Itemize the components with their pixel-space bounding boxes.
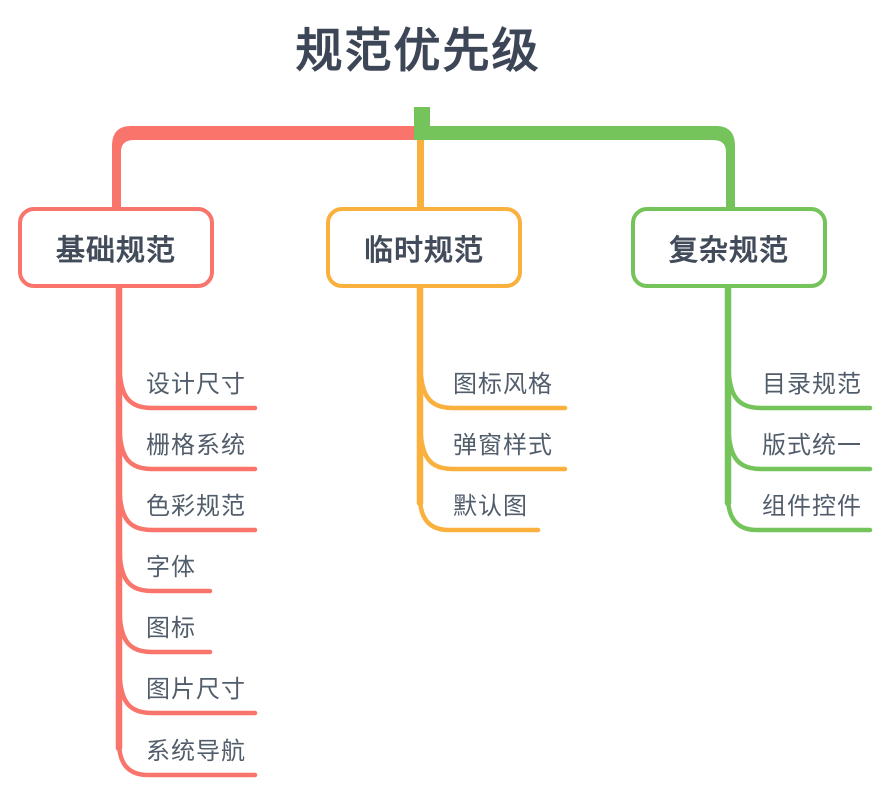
- basic-branch-root-line: [112, 126, 414, 208]
- node-temp-spec[interactable]: 临时规范: [326, 207, 522, 288]
- page-title: 规范优先级: [295, 24, 541, 77]
- child-node[interactable]: 栅格系统: [146, 432, 246, 459]
- temp-branch-root-line: [417, 140, 424, 208]
- complex-branch-child-links: [724, 284, 873, 533]
- child-link: [116, 652, 258, 716]
- child-link: [417, 347, 568, 411]
- child-node[interactable]: 字体: [146, 554, 196, 581]
- child-node[interactable]: 版式统一: [762, 432, 862, 459]
- root-anchor: [414, 107, 430, 140]
- node-complex-spec[interactable]: 复杂规范: [631, 207, 827, 288]
- child-link: [116, 591, 213, 655]
- child-node[interactable]: 图标风格: [453, 371, 553, 398]
- child-node[interactable]: 色彩规范: [146, 493, 246, 520]
- node-label: 基础规范: [55, 234, 176, 267]
- child-node[interactable]: 设计尺寸: [146, 371, 246, 398]
- child-node[interactable]: 系统导航: [146, 738, 246, 765]
- node-label: 临时规范: [363, 234, 484, 267]
- temp-branch-child-links: [416, 284, 568, 533]
- child-link: [116, 530, 213, 594]
- child-node[interactable]: 组件控件: [762, 493, 862, 520]
- child-link: [417, 408, 568, 472]
- child-link: [116, 408, 258, 472]
- child-node[interactable]: 默认图: [453, 493, 528, 520]
- child-node[interactable]: 图片尺寸: [146, 676, 246, 703]
- node-label: 复杂规范: [668, 234, 789, 267]
- child-node[interactable]: 图标: [146, 615, 196, 642]
- child-link: [725, 408, 873, 472]
- child-link: [725, 494, 873, 533]
- child-link: [116, 347, 258, 411]
- child-link: [725, 347, 873, 411]
- child-link: [417, 494, 541, 533]
- child-link: [116, 739, 258, 778]
- complex-branch-root-line: [430, 126, 735, 208]
- basic-branch-child-links: [115, 284, 258, 778]
- node-basic-spec[interactable]: 基础规范: [18, 207, 214, 288]
- child-node[interactable]: 目录规范: [762, 371, 862, 398]
- child-link: [116, 469, 258, 533]
- child-node[interactable]: 弹窗样式: [453, 432, 553, 459]
